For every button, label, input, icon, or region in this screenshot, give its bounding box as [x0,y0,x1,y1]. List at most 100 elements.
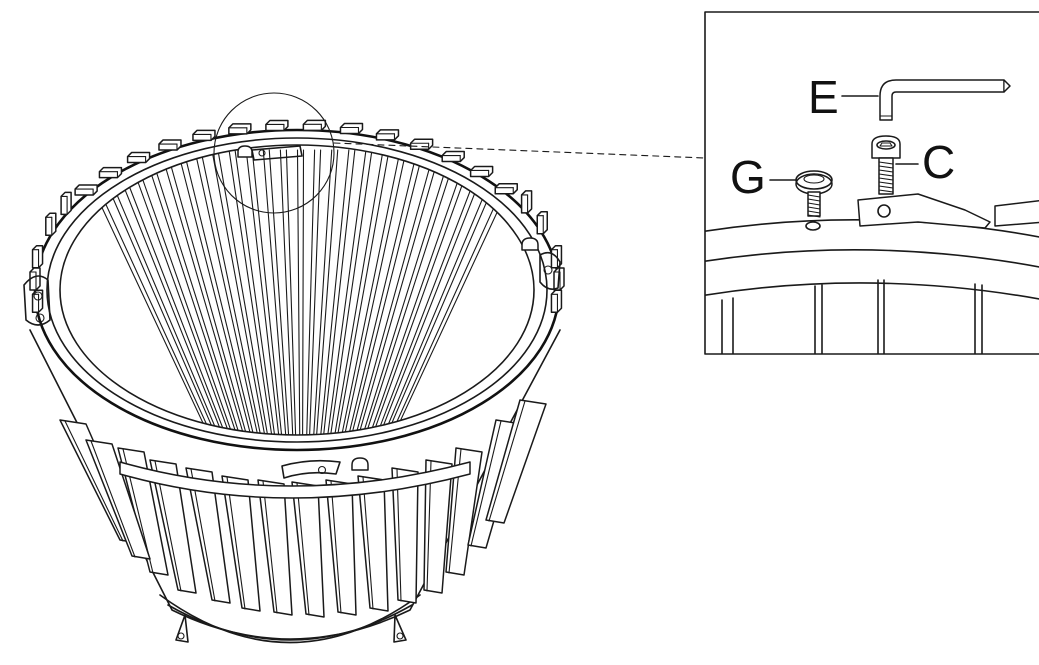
outer-slat-edge [64,420,124,542]
outer-slats [59,399,547,618]
rim-block [469,165,494,178]
inner-slat-edge [279,149,295,435]
inner-slat-edge [114,149,240,435]
outer-slat-edge [396,468,402,602]
inner-slat-edge [328,149,384,435]
outer-slat-edge [330,480,342,614]
detail-inset: E C G [704,11,1039,355]
inner-slat-edge [330,149,390,435]
rim-block [29,267,41,291]
inner-slat-edge [365,149,493,435]
inner-slat-edge [245,149,284,435]
outer-slat-edge [362,476,374,610]
inner-slat-edge [353,149,459,435]
inner-slat-edge [217,149,275,435]
inner-slats [74,149,527,435]
inner-slat-edge [334,149,401,435]
inner-slat-edge [342,149,424,435]
inner-slat-edge [194,149,266,435]
outer-slat [325,479,357,616]
inner-slat-edge [359,149,476,435]
callout-label-e: E [808,71,839,123]
inner-slat-edge [160,149,255,435]
rim-block [228,123,252,135]
rim-blocks [29,119,565,314]
outer-slat [445,447,483,576]
rim-block [441,150,465,163]
lower-ring [119,457,471,499]
rim-block [494,182,518,195]
inner-slat-edge [345,149,435,435]
inner-slat-edge [339,149,418,435]
rim-block [375,129,400,141]
basket-base [159,594,421,644]
inner-slat-edge [285,149,298,435]
outer-slat [485,399,547,524]
inner-slat-edge [325,149,373,435]
cap-screw-icon [769,170,833,218]
inner-slat-edge [148,149,252,435]
outer-slat-edge [226,476,246,610]
rim-block [31,289,44,314]
rim-block [265,119,289,132]
inner-slat-edge [313,149,339,435]
outer-slat-edge [296,482,310,616]
rim-connectors [23,145,561,326]
rim-block [536,210,548,235]
callout-label-g: G [730,151,766,203]
rim-block [60,191,72,216]
inner-slat-edge [310,149,333,435]
rim-block [520,190,533,214]
inner-slat-edge [262,149,290,435]
inner-slat-edge [125,149,243,435]
inner-slat-edge [97,149,234,435]
rim-block [158,139,182,151]
inner-slat-edge [319,149,356,435]
inner-slat-edge [228,149,278,435]
inner-slat-edge [336,149,407,435]
inner-slat-edge [268,149,292,435]
rim-block [126,151,151,164]
rim-block [98,166,123,179]
rim-block [302,119,327,132]
rim-block [409,138,434,151]
inner-slat-edge [362,149,487,435]
callout-label-c: C [922,136,955,188]
inner-slat-edge [368,149,504,435]
rim-block [192,129,216,142]
inner-slat-edge [351,149,453,435]
inner-slat-edge [296,149,301,435]
inner-slat-edge [307,149,322,435]
inner-slat-edge [177,149,261,435]
inner-slat-edge [108,149,238,435]
bolt-icon [871,135,919,195]
hex-key-icon [841,79,1011,121]
outer-slat [357,475,389,612]
rim-block [45,212,57,237]
inner-slat-edge [211,149,272,435]
rim-block [550,289,563,314]
inner-slat-edge [301,149,305,435]
outer-slat [423,459,453,594]
inner-slat-edge [142,149,249,435]
outer-slat [291,481,325,618]
inner-slat-edge [131,149,246,435]
rim-block [339,122,364,135]
rim-block [31,244,44,269]
rim-block [74,184,98,196]
outer-slat-edge [90,440,136,558]
inner-slat-edge [91,149,232,435]
inner-slat-edge [166,149,257,435]
outer-slat-edge [262,480,278,614]
outer-slat-edge [488,400,526,522]
inner-slat-edge [348,149,441,435]
inner-slat-edge [183,149,263,435]
outer-slat-edge [470,420,502,547]
basket [23,92,706,644]
inner-slat-edge [305,149,316,435]
inner-slat-edge [316,149,350,435]
inner-slat-edge [357,149,470,435]
detail-magnifier [213,92,706,214]
basket-outline [29,329,561,640]
